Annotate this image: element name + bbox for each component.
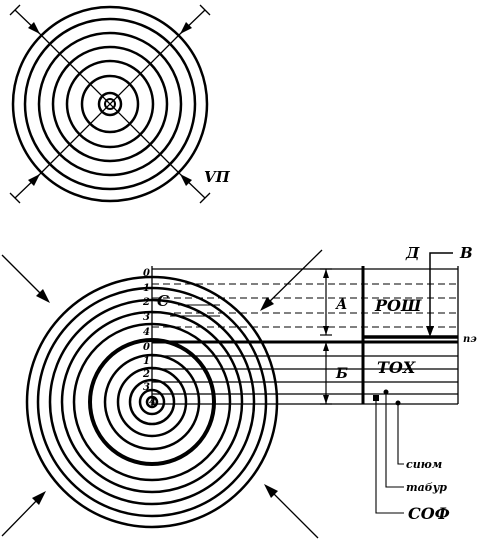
label-tox: ТОХ xyxy=(377,358,416,377)
label-a: А xyxy=(335,297,347,313)
upper-num-2: 2 xyxy=(142,297,150,308)
upper-num-3: 3 xyxy=(143,312,150,323)
upper-level-numbers: 0 1 2 3 4 xyxy=(142,268,150,338)
label-v: В xyxy=(459,244,473,262)
label-d: Д xyxy=(405,244,420,262)
right-box xyxy=(361,266,459,404)
lower-level-numbers: 0 1 2 3 4 xyxy=(142,342,156,408)
lower-num-4: 4 xyxy=(149,397,156,408)
label-pe: пэ xyxy=(463,334,477,345)
d-v-arrow xyxy=(429,252,453,330)
upper-num-0: 0 xyxy=(143,268,150,279)
label-sof: СОФ xyxy=(408,504,450,523)
label-tabur: табур xyxy=(406,481,447,494)
leader-lines xyxy=(375,392,404,514)
bottom-pointer-lines xyxy=(1,249,323,539)
dimension-arrowheads xyxy=(323,269,329,404)
bottom-arrowheads xyxy=(32,289,278,505)
upper-num-4: 4 xyxy=(143,327,150,338)
leader-dots xyxy=(373,389,401,406)
lower-num-3: 3 xyxy=(143,382,150,393)
lower-num-0: 0 xyxy=(143,342,150,353)
lower-num-2: 2 xyxy=(142,369,150,380)
label-vp: VП xyxy=(204,168,231,186)
c-pointer-lines xyxy=(170,304,220,317)
label-siyum: сиюм xyxy=(406,458,442,471)
lower-solid-lines xyxy=(152,355,458,405)
top-concentric-circles xyxy=(11,5,209,203)
d-v-arrowhead xyxy=(426,326,434,337)
top-arrowheads xyxy=(28,22,192,186)
label-c: С xyxy=(157,292,169,310)
label-b: Б xyxy=(335,366,348,382)
label-rosh: РОШ xyxy=(374,296,422,315)
upper-num-1: 1 xyxy=(143,283,150,294)
dimension-lines xyxy=(320,268,332,405)
lower-num-1: 1 xyxy=(143,356,150,367)
